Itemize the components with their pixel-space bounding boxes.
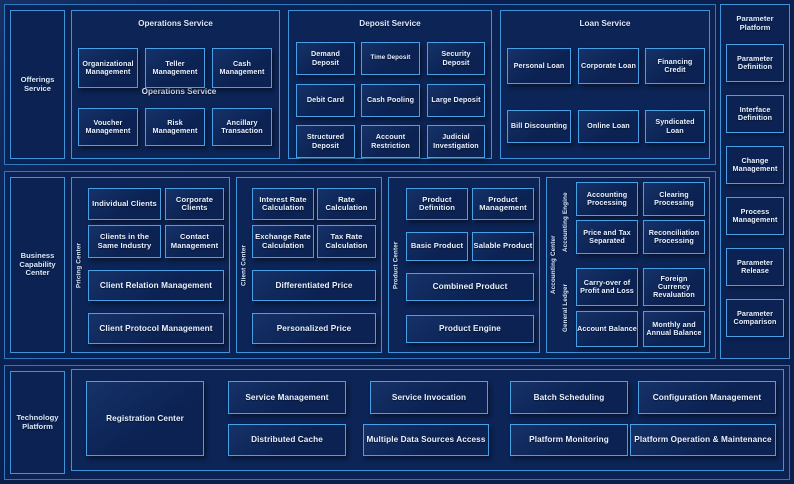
card-carry-over-profit-loss[interactable]: Carry-over of Profit and Loss: [576, 268, 638, 306]
lane-business-capability-center[interactable]: Business Capability Center: [10, 177, 65, 353]
card-corporate-loan[interactable]: Corporate Loan: [578, 48, 639, 84]
lane-offerings-service[interactable]: Offerings Service: [10, 10, 65, 159]
card-account-balance[interactable]: Account Balance: [576, 311, 638, 347]
center-accounting-sublabel-ledger: General Ledger: [562, 283, 569, 333]
card-parameter-comparison[interactable]: Parameter Comparison: [726, 299, 784, 337]
card-client-protocol-management[interactable]: Client Protocol Management: [88, 313, 224, 344]
card-financing-credit[interactable]: Financing Credit: [645, 48, 705, 84]
card-demand-deposit[interactable]: Demand Deposit: [296, 42, 355, 75]
card-clients-same-industry[interactable]: Clients in the Same Industry: [88, 225, 161, 258]
card-configuration-management[interactable]: Configuration Management: [638, 381, 776, 414]
card-change-management[interactable]: Change Management: [726, 146, 784, 184]
center-accounting-sublabel-engine: Accounting Engine: [562, 192, 569, 252]
card-service-invocation[interactable]: Service Invocation: [370, 381, 488, 414]
card-teller-management[interactable]: Teller Management: [145, 48, 205, 88]
lane-business-capability-center-label: Business Capability Center: [19, 250, 56, 278]
card-distributed-cache[interactable]: Distributed Cache: [228, 424, 346, 456]
card-accounting-processing[interactable]: Accounting Processing: [576, 182, 638, 216]
card-salable-product[interactable]: Salable Product: [472, 232, 534, 261]
card-large-deposit[interactable]: Large Deposit: [427, 84, 485, 117]
card-time-deposit[interactable]: Time Deposit: [361, 42, 420, 75]
card-platform-operation-maintenance[interactable]: Platform Operation & Maintenance: [630, 424, 776, 456]
center-client-label: Client Center: [240, 244, 248, 286]
card-rate-calculation[interactable]: Rate Calculation: [317, 188, 376, 220]
center-pricing-label: Pricing Center: [75, 242, 83, 288]
card-product-management[interactable]: Product Management: [472, 188, 534, 220]
card-platform-monitoring[interactable]: Platform Monitoring: [510, 424, 628, 456]
card-organizational-management[interactable]: Organizational Management: [78, 48, 138, 88]
card-interface-definition[interactable]: Interface Definition: [726, 95, 784, 133]
card-individual-clients[interactable]: Individual Clients: [88, 188, 161, 220]
card-differentiated-price[interactable]: Differentiated Price: [252, 270, 376, 301]
card-structured-deposit[interactable]: Structured Deposit: [296, 125, 355, 158]
card-price-and-tax-separated[interactable]: Price and Tax Separated: [576, 220, 638, 254]
card-account-restriction[interactable]: Account Restriction: [361, 125, 420, 158]
card-debit-card[interactable]: Debit Card: [296, 84, 355, 117]
card-parameter-definition[interactable]: Parameter Definition: [726, 44, 784, 82]
card-registration-center[interactable]: Registration Center: [86, 381, 204, 456]
card-syndicated-loan[interactable]: Syndicated Loan: [645, 110, 705, 143]
center-accounting-label: Accounting Center: [550, 235, 557, 295]
card-reconciliation-processing[interactable]: Reconciliation Processing: [643, 220, 705, 254]
card-personal-loan[interactable]: Personal Loan: [507, 48, 571, 84]
card-monthly-annual-balance[interactable]: Monthly and Annual Balance: [643, 311, 705, 347]
card-basic-product[interactable]: Basic Product: [406, 232, 468, 261]
card-foreign-currency-revaluation[interactable]: Foreign Currency Revaluation: [643, 268, 705, 306]
group-operations-service-title: Operations Service: [138, 19, 213, 29]
card-contact-management[interactable]: Contact Management: [165, 225, 224, 258]
card-tax-rate-calculation[interactable]: Tax Rate Calculation: [317, 225, 376, 258]
parameter-platform-title-line2: Platform: [739, 23, 771, 32]
card-risk-management[interactable]: Risk Management: [145, 108, 205, 146]
card-cash-pooling[interactable]: Cash Pooling: [361, 84, 420, 117]
card-exchange-rate-calculation[interactable]: Exchange Rate Calculation: [252, 225, 314, 258]
card-corporate-clients[interactable]: Corporate Clients: [165, 188, 224, 220]
group-operations-service-title-duplicate: Operations Service: [141, 87, 217, 97]
card-cash-management[interactable]: Cash Management: [212, 48, 272, 88]
card-bill-discounting[interactable]: Bill Discounting: [507, 110, 571, 143]
card-parameter-release[interactable]: Parameter Release: [726, 248, 784, 286]
card-judicial-investigation[interactable]: Judicial Investigation: [427, 125, 485, 158]
card-client-relation-management[interactable]: Client Relation Management: [88, 270, 224, 301]
card-voucher-management[interactable]: Voucher Management: [78, 108, 138, 146]
card-process-management[interactable]: Process Management: [726, 197, 784, 235]
card-security-deposit[interactable]: Security Deposit: [427, 42, 485, 75]
card-clearing-processing[interactable]: Clearing Processing: [643, 182, 705, 216]
card-personalized-price[interactable]: Personalized Price: [252, 313, 376, 344]
card-multiple-data-sources-access[interactable]: Multiple Data Sources Access: [363, 424, 489, 456]
group-deposit-service-title: Deposit Service: [359, 19, 421, 29]
lane-technology-platform-label: Technology Platform: [16, 412, 59, 431]
card-online-loan[interactable]: Online Loan: [578, 110, 639, 143]
group-loan-service-title: Loan Service: [579, 19, 631, 29]
card-ancillary-transaction[interactable]: Ancillary Transaction: [212, 108, 272, 146]
card-service-management[interactable]: Service Management: [228, 381, 346, 414]
card-batch-scheduling[interactable]: Batch Scheduling: [510, 381, 628, 414]
parameter-platform-title: Parameter Platform: [720, 9, 790, 39]
parameter-platform-title-line1: Parameter: [736, 14, 774, 24]
lane-offerings-service-label: Offerings Service: [20, 74, 55, 93]
card-combined-product[interactable]: Combined Product: [406, 273, 534, 301]
lane-technology-platform[interactable]: Technology Platform: [10, 371, 65, 474]
center-product-label: Product Center: [392, 241, 400, 289]
card-interest-rate-calculation[interactable]: Interest Rate Calculation: [252, 188, 314, 220]
card-product-definition[interactable]: Product Definition: [406, 188, 468, 220]
card-product-engine[interactable]: Product Engine: [406, 315, 534, 343]
